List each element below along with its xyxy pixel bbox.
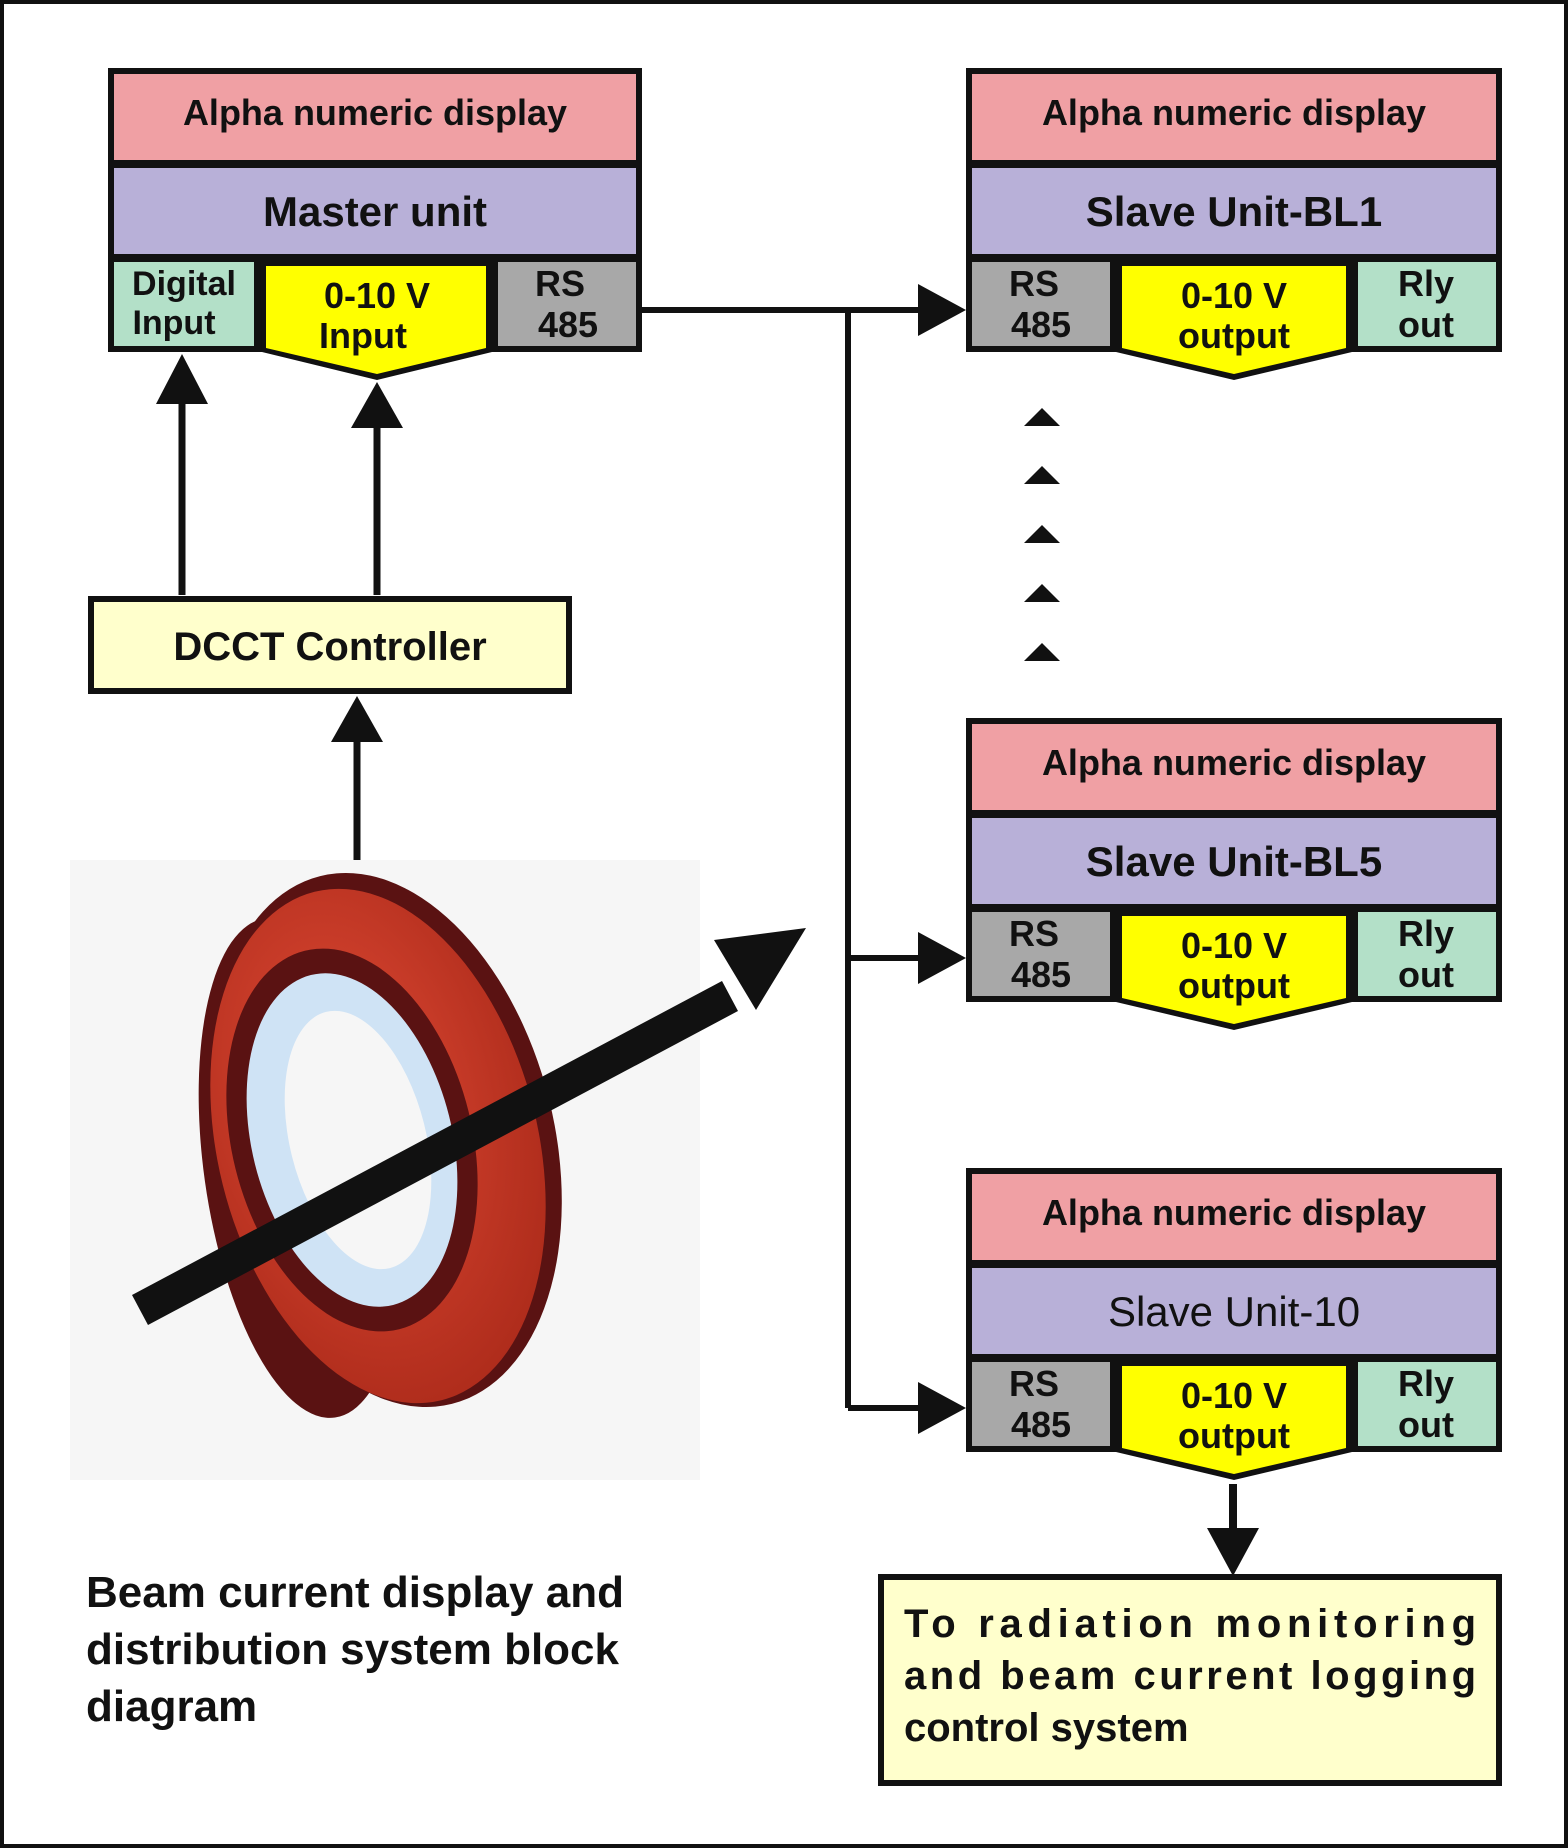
slave1-rs485-line2: 485 [1011, 304, 1071, 345]
slave2-title-band [972, 818, 1496, 904]
slave3-relay-line2: out [1398, 1404, 1454, 1445]
slave2-relay-line1: Rly [1398, 913, 1454, 954]
destination-line3: control system [904, 1706, 1189, 1750]
destination-line1: To radiation monitoring [904, 1602, 1476, 1646]
slave3-display [972, 1174, 1496, 1260]
ctrl-to-digital-arrow [156, 354, 208, 404]
destination-line2: and beam current logging [904, 1654, 1476, 1698]
controller-label: DCCT Controller [173, 625, 486, 669]
slave3-rs485 [972, 1362, 1110, 1446]
slave1-title: Slave Unit-BL1 [1086, 188, 1382, 235]
arrow-to-slave1 [918, 284, 966, 336]
slave1-display [972, 74, 1496, 160]
slave1-rs485 [972, 262, 1110, 346]
slave3-relay [1358, 1362, 1496, 1446]
master-title: Master unit [263, 188, 487, 235]
ctrl-sensor-arrow-up [331, 696, 383, 742]
destination-fill [884, 1580, 1496, 1780]
arrow-to-slave3 [918, 1382, 966, 1434]
slave2-relay-line2: out [1398, 954, 1454, 995]
ctrl-to-analog-arrow [351, 382, 403, 428]
slave2-analog-line2: output [1178, 965, 1290, 1006]
master-rs485-line2: 485 [538, 304, 598, 345]
slave3-rs485-line2: 485 [1011, 1404, 1071, 1445]
master-digital-line1: Digital [132, 265, 236, 303]
master-analog-line2: Input [319, 315, 407, 356]
slave1-relay [1358, 262, 1496, 346]
slave1-analog-line1: 0-10 V [1181, 275, 1287, 316]
ellipsis-arrows-icon [1024, 408, 1060, 661]
slave2-title: Slave Unit-BL5 [1086, 838, 1382, 885]
dcct-controller: DCCT Controller [88, 596, 572, 694]
slave2-display-label: Alpha numeric display [1042, 742, 1426, 783]
master-display [114, 74, 636, 160]
slave3-relay-line1: Rly [1398, 1363, 1454, 1404]
slave3-title-band [972, 1268, 1496, 1354]
destination-box: To radiation monitoring and beam current… [878, 1574, 1502, 1786]
master-analog-input [266, 266, 486, 374]
slave3-rs485-line1: RS [1009, 1363, 1059, 1404]
master-title-band [114, 168, 636, 254]
slave3-title: Slave Unit-10 [1108, 1288, 1360, 1335]
master-rs485-line1: RS [535, 263, 585, 304]
slave1-analog-output [1122, 266, 1346, 374]
slave1-title-band [972, 168, 1496, 254]
arrow-to-slave2 [918, 932, 966, 984]
slave2-rs485-line1: RS [1009, 913, 1059, 954]
slave3-analog-line2: output [1178, 1415, 1290, 1456]
beam-line [132, 980, 738, 1326]
master-analog-line1: 0-10 V [324, 275, 430, 316]
slave1-relay-line2: out [1398, 304, 1454, 345]
slave2-relay [1358, 912, 1496, 996]
caption-line2: distribution system block [86, 1625, 620, 1674]
slave2-display [972, 724, 1496, 810]
beam-arrow-icon [132, 928, 806, 1326]
slave1-rs485-line1: RS [1009, 263, 1059, 304]
slave1-display-label: Alpha numeric display [1042, 92, 1426, 133]
slave3-to-dest-arrow [1207, 1528, 1259, 1576]
master-digital-input [114, 262, 254, 346]
slave1-analog-line2: output [1178, 315, 1290, 356]
slave3-analog-output [1122, 1366, 1346, 1474]
slave3-analog-line1: 0-10 V [1181, 1375, 1287, 1416]
master-unit: Alpha numeric display Master unit Digita… [108, 68, 642, 380]
slave2-rs485-line2: 485 [1011, 954, 1071, 995]
diagram-caption: Beam current display and distribution sy… [86, 1568, 624, 1731]
dcct-ring-icon [70, 860, 700, 1480]
caption-line1: Beam current display and [86, 1568, 624, 1617]
slave1-relay-line1: Rly [1398, 263, 1454, 304]
slave2-analog-output [1122, 916, 1346, 1024]
master-display-label: Alpha numeric display [183, 92, 567, 133]
caption-line3: diagram [86, 1682, 257, 1731]
slave3-display-label: Alpha numeric display [1042, 1192, 1426, 1233]
controller-box [94, 602, 566, 688]
slave2-analog-line1: 0-10 V [1181, 925, 1287, 966]
beam-arrowhead [714, 928, 806, 1010]
master-rs485 [498, 262, 636, 346]
master-digital-line2: Input [132, 304, 215, 342]
slave2-rs485 [972, 912, 1110, 996]
